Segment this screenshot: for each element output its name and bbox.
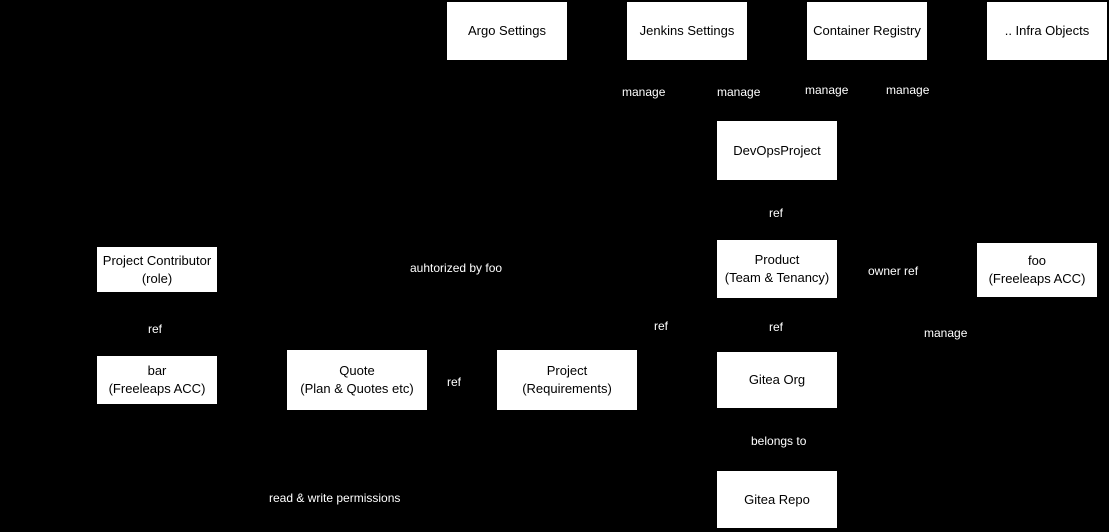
- edge-label-belongs-to: belongs to: [751, 434, 807, 448]
- edge-label-authorized-by-foo: auhtorized by foo: [410, 261, 503, 275]
- node-gitea-org: Gitea Org: [717, 352, 837, 408]
- node-bar-freeleaps-acc: bar (Freeleaps ACC): [97, 356, 217, 404]
- edge-label-ref-devops-product: ref: [769, 206, 784, 220]
- edge-label-owner-ref: owner ref: [868, 264, 919, 278]
- node-foo-freeleaps-acc: foo (Freeleaps ACC): [977, 243, 1097, 297]
- node-jenkins-settings: Jenkins Settings: [627, 2, 747, 60]
- edge-label-ref-quote-project: ref: [447, 375, 462, 389]
- edge-label-manage-argo: manage: [622, 85, 666, 99]
- node-container-registry: Container Registry: [807, 2, 927, 60]
- node-project: Project (Requirements): [497, 350, 637, 410]
- edge-label-manage-registry: manage: [805, 83, 849, 97]
- edge-label-read-write-perms: read & write permissions: [269, 491, 401, 505]
- node-devops-project: DevOpsProject: [717, 121, 837, 180]
- node-gitea-repo: Gitea Repo: [717, 471, 837, 528]
- edge-label-manage-jenkins: manage: [717, 85, 761, 99]
- node-infra-objects: .. Infra Objects: [987, 2, 1107, 60]
- edge-label-manage-infra: manage: [886, 83, 930, 97]
- edge-label-manage-foo: manage: [924, 326, 968, 340]
- node-product: Product (Team & Tenancy): [717, 240, 837, 298]
- node-quote: Quote (Plan & Quotes etc): [287, 350, 427, 410]
- node-project-contributor: Project Contributor (role): [97, 247, 217, 292]
- node-argo-settings: Argo Settings: [447, 2, 567, 60]
- edge-label-ref-product-gitea: ref: [769, 320, 784, 334]
- edge-label-ref-project-product: ref: [654, 319, 669, 333]
- edge-label-ref-contributor-bar: ref: [148, 322, 163, 336]
